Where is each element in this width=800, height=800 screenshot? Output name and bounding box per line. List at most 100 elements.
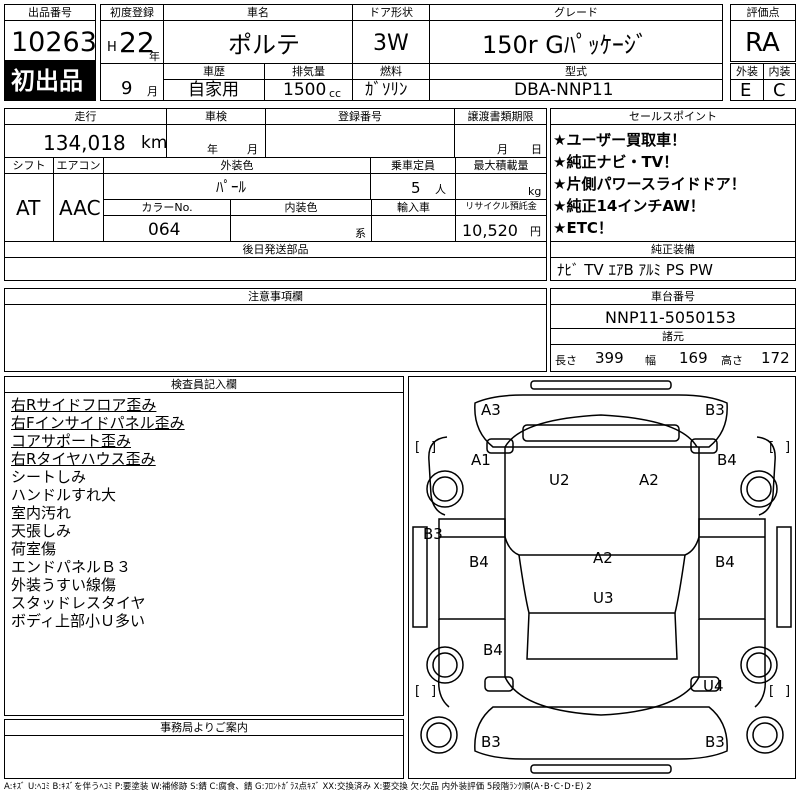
diagram-label-b3-br: B3	[705, 733, 725, 751]
diagram-label-a3: A3	[481, 401, 501, 419]
later-parts-label: 後日発送部品	[5, 242, 546, 258]
recycle-value: 10,520	[462, 221, 518, 240]
diagram-label-b4-left: B4	[469, 553, 489, 571]
diagram-label-b3-left: B3	[423, 525, 443, 543]
later-parts-cell: 後日発送部品	[4, 241, 547, 281]
registration-month-cell: 9 月	[100, 63, 164, 101]
history-value: 自家用	[188, 80, 239, 100]
displacement-value: 1500	[283, 80, 327, 100]
height-label: 高さ	[721, 354, 743, 367]
lot-number-cell: 出品番号 10263	[4, 4, 97, 61]
aircon-value: AAC	[59, 196, 101, 220]
diagram-label-b4-right: B4	[715, 553, 735, 571]
recycle-label: リサイクル預託金	[456, 200, 546, 216]
first-registration-label: 初度登録	[101, 5, 163, 21]
exterior-score-label: 外装	[731, 64, 763, 80]
first-registration-cell: 初度登録 H 22 年	[100, 4, 164, 64]
height-value: 172	[761, 349, 790, 367]
sales-points-label: セールスポイント	[551, 109, 795, 125]
exterior-color-cell: 外装色 ﾊﾟｰﾙ	[103, 157, 371, 200]
color-no-value: 064	[148, 220, 181, 240]
svg-text:[: [	[769, 684, 774, 699]
max-load-label: 最大積載量	[456, 158, 546, 174]
mileage-unit: km	[141, 133, 168, 153]
inspector-line: コアサポート歪み	[11, 432, 132, 450]
sales-point-item: ★ETC！	[553, 219, 613, 237]
front-right-wheel	[740, 470, 778, 508]
inspector-line: 天張しみ	[11, 522, 72, 540]
interior-score-cell: 内装 C	[763, 63, 796, 101]
wiper-area-shape	[522, 424, 680, 442]
inspector-line: エンドパネルＢ３	[11, 558, 132, 576]
right-rear-fender	[754, 619, 767, 708]
capacity-value: 5	[411, 179, 421, 197]
inspector-line: 外装うすい線傷	[11, 576, 117, 594]
inspector-line: 右Rサイドフロア歪み	[11, 396, 157, 414]
door-type-label: ドア形状	[353, 5, 429, 21]
inspection-label: 車検	[167, 109, 265, 125]
displacement-unit: cc	[329, 87, 342, 100]
mileage-cell: 走行 134,018 km	[4, 108, 167, 158]
shift-value: AT	[16, 196, 41, 220]
sales-point-item: ★片側パワースライドドア！	[553, 175, 746, 193]
grade-cell: グレード 150r Gﾊﾟｯｹｰｼﾞ	[429, 4, 723, 64]
interior-color-cell: 内装色 系	[230, 199, 372, 242]
office-cell: 事務局よりご案内	[4, 719, 404, 779]
chassis-value: NNP11-5050153	[605, 308, 736, 327]
left-sill-shape	[412, 526, 428, 628]
car-diagram-svg: [] [] [] [] A3 B3 A1 U2 A2 B4 B3 B4 A2 B…	[412, 380, 792, 774]
rear-bumper-shape	[530, 764, 672, 774]
length-label: 長さ	[555, 354, 577, 367]
diagram-label-a2-mid: A2	[593, 549, 613, 567]
first-listing-text: 初出品	[11, 67, 83, 95]
inspection-year-unit: 年	[207, 143, 218, 156]
history-label: 車歴	[164, 64, 264, 80]
model-code-value: DBA-NNP11	[514, 80, 614, 100]
reg-number-label: 登録番号	[266, 109, 454, 125]
import-car-label: 輸入車	[372, 200, 455, 216]
rear-right-wheel	[740, 646, 778, 684]
right-tail-shape	[690, 676, 720, 692]
transfer-deadline-label: 譲渡書類期限	[455, 109, 546, 125]
chassis-label: 車台番号	[551, 289, 795, 305]
right-sill-shape	[776, 526, 792, 628]
aircon-cell: エアコン AAC	[53, 157, 104, 242]
diagram-label-u2: U2	[549, 471, 570, 489]
interior-score-label: 内装	[764, 64, 795, 80]
color-no-label: カラーNo.	[104, 200, 230, 216]
inspector-line: スタッドレスタイヤ	[11, 594, 146, 612]
capacity-cell: 乗車定員 5 人	[370, 157, 456, 200]
roof-rear-shape	[526, 612, 678, 660]
spare-wheel-left	[420, 716, 458, 754]
car-diagram: [] [] [] [] A3 B3 A1 U2 A2 B4 B3 B4 A2 B…	[408, 376, 796, 779]
roof-mid-shape	[518, 554, 686, 614]
registration-era: H	[107, 40, 117, 55]
max-load-cell: 最大積載量 kg	[455, 157, 547, 200]
model-code-cell: 型式 DBA-NNP11	[429, 63, 723, 101]
color-no-cell: カラーNo. 064	[103, 199, 231, 242]
grade-label: グレード	[430, 5, 722, 21]
import-car-cell: 輸入車	[371, 199, 456, 242]
door-type-value: 3W	[373, 31, 409, 56]
width-value: 169	[679, 349, 708, 367]
hood-shape	[474, 394, 728, 448]
left-mirror-shape	[486, 438, 514, 454]
diagram-label-u3: U3	[593, 589, 614, 607]
interior-color-label: 内装色	[231, 200, 371, 216]
left-tail-shape	[484, 676, 514, 692]
capacity-unit: 人	[435, 183, 446, 196]
office-label: 事務局よりご案内	[5, 720, 403, 736]
lot-number-value: 10263	[11, 27, 97, 58]
capacity-label: 乗車定員	[371, 158, 455, 174]
inspector-line: シートしみ	[11, 468, 87, 486]
door-type-cell: ドア形状 3W	[352, 4, 430, 64]
svg-text:[: [	[769, 440, 774, 455]
displacement-cell: 排気量 1500 cc	[264, 63, 353, 101]
trunk-shape	[474, 706, 728, 760]
mileage-label: 走行	[5, 109, 166, 125]
inspector-cell: 検査員記入欄 右Rサイドフロア歪み右Fインサイドパネル歪みコアサポート歪み右Rタ…	[4, 376, 404, 716]
legend-footer: A:ｷｽﾞ U:ﾍｺﾐ B:ｷｽﾞを伴うﾍｺﾐ P:要塗装 W:補修跡 S:錆 …	[4, 782, 592, 792]
dimensions-label: 諸元	[551, 329, 795, 345]
car-name-cell: 車名 ポルテ	[163, 4, 353, 64]
first-listing-badge: 初出品	[4, 60, 96, 101]
